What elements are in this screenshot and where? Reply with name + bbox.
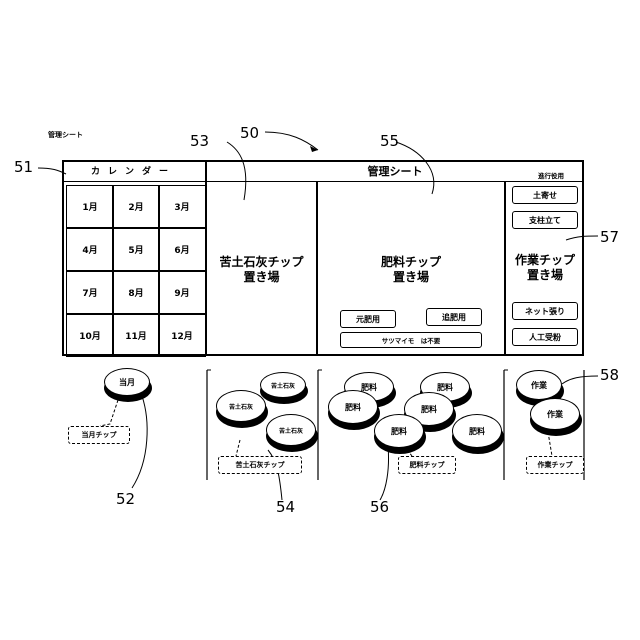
lime-chip-token[interactable]: 苦土石灰	[266, 414, 318, 452]
ref-57: 57	[600, 228, 619, 246]
fert-chip-token[interactable]: 肥料	[374, 414, 426, 454]
ref-51: 51	[14, 158, 33, 176]
ref-54: 54	[276, 498, 295, 516]
ref-50: 50	[240, 124, 259, 142]
ref-52: 52	[116, 490, 135, 508]
chip-face: 苦土石灰	[266, 414, 316, 446]
fert-chip-token[interactable]: 肥料	[452, 414, 504, 454]
work-chip-label: 作業チップ	[526, 456, 584, 474]
ref-58: 58	[600, 366, 619, 384]
chip-face: 肥料	[328, 390, 378, 424]
work-chip-token[interactable]: 作業	[530, 398, 582, 436]
month-chip-label: 当月チップ	[68, 426, 130, 444]
ref-55: 55	[380, 132, 399, 150]
chip-face: 肥料	[374, 414, 424, 448]
chip-face: 当月	[104, 368, 150, 396]
fertilizer-chip-label: 肥料チップ	[398, 456, 456, 474]
lime-chip-label: 苦土石灰チップ	[218, 456, 302, 474]
lime-chip-token[interactable]: 苦土石灰	[216, 390, 268, 428]
chip-face: 作業	[516, 370, 562, 400]
fert-chip-token[interactable]: 肥料	[328, 390, 380, 430]
month-chip-token[interactable]: 当月	[104, 368, 152, 402]
chip-face: 苦土石灰	[216, 390, 266, 422]
ref-56: 56	[370, 498, 389, 516]
chip-face: 作業	[530, 398, 580, 430]
ref-53: 53	[190, 132, 209, 150]
chip-face: 肥料	[452, 414, 502, 448]
